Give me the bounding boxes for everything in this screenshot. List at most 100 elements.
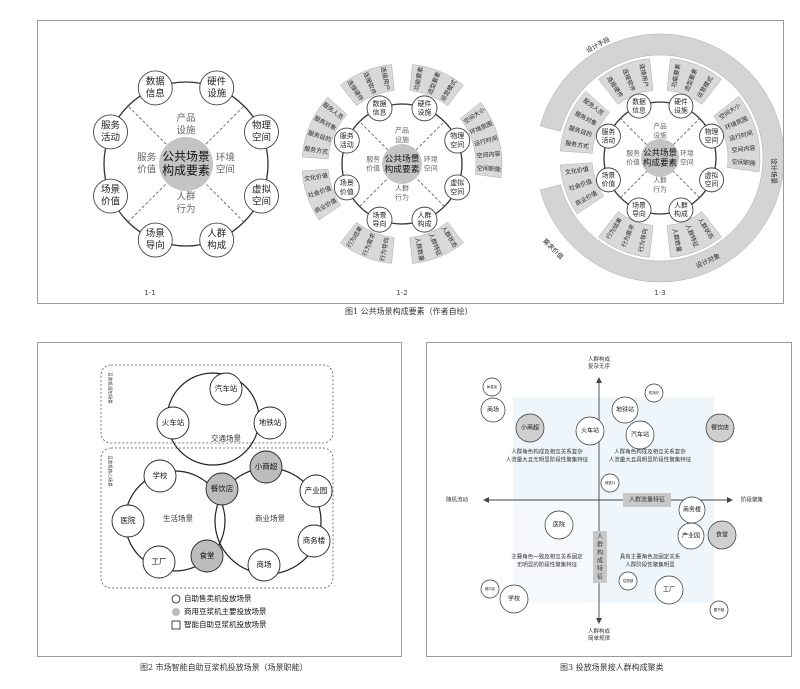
- v-axis-label: 特: [597, 565, 603, 573]
- node-label-guide: 导向: [146, 239, 165, 251]
- node-airport: [644, 383, 664, 403]
- node-label-virtual: 空间: [705, 179, 719, 188]
- node-label-office: 商务楼: [683, 506, 701, 514]
- sub-label-1-3: 1-3: [654, 289, 665, 297]
- category-env: 环境: [424, 154, 438, 163]
- axis-top-label: 人群构成: [588, 355, 611, 363]
- node-label-canteen: 食堂: [716, 531, 728, 539]
- node-label-train: 火车站: [581, 427, 599, 435]
- node-value: [596, 167, 621, 193]
- category-product: 产品: [653, 122, 667, 131]
- node-hardware: [199, 70, 235, 106]
- arrow-down: [596, 618, 602, 624]
- node-label-service: 服务: [101, 120, 121, 132]
- node-hospital: [544, 510, 574, 540]
- node-restaurant: [705, 413, 735, 443]
- node-label-guide: 导向: [632, 209, 646, 218]
- quad-tr-text: 人群角色构成及相互关系复杂: [614, 448, 686, 456]
- v-axis-label: 征: [597, 573, 603, 581]
- node-crowd: [411, 206, 438, 233]
- node-label-service: 服务: [340, 131, 354, 140]
- ring-label-left: 需求价值: [541, 236, 566, 261]
- category-service: 价值: [626, 157, 640, 166]
- group-label-life: 生活场景: [163, 513, 193, 523]
- node-label-data: 数据: [632, 97, 646, 106]
- node-label-data: 信息: [632, 105, 646, 114]
- node-label-guide: 场景: [632, 201, 646, 210]
- outer-sector-guide: [340, 221, 395, 264]
- arrow-left: [483, 497, 489, 503]
- legend-gray-circle: [172, 608, 180, 616]
- quad-tl-bg: [513, 397, 599, 500]
- zone-adjust: [100, 364, 334, 444]
- node-park: [299, 474, 333, 508]
- node-value: [333, 174, 360, 201]
- outer-item-value: 文化价值: [564, 165, 589, 177]
- outer-sector-service: [559, 90, 610, 154]
- node-label-value: 价值: [101, 195, 121, 207]
- node-label-mall: 商场: [487, 406, 499, 414]
- node-restaurant: [205, 472, 239, 506]
- outer-sector-crowd: [409, 221, 464, 264]
- sub-label-1-2: 1-2: [396, 289, 407, 297]
- category-env: 空间: [216, 164, 235, 176]
- axis-top-label: 复杂无序: [588, 362, 611, 370]
- node-label-physical: 物理: [705, 127, 719, 136]
- main-ring: [341, 103, 463, 225]
- node-physical: [444, 127, 471, 154]
- outer-item-physical: 空间职能: [477, 164, 501, 173]
- node-virtual: [244, 178, 279, 214]
- center-label: 构成要素: [385, 163, 420, 175]
- node-label-physical: 空间: [450, 140, 464, 149]
- v-axis-label: 成: [597, 557, 603, 565]
- arrow-right: [727, 497, 733, 503]
- axis-bottom-label: 人群构成: [588, 627, 611, 635]
- node-label-physical: 物理: [450, 131, 464, 140]
- category-product: 设施: [395, 135, 409, 144]
- category-env: 环境: [680, 149, 694, 158]
- node-label-metro: 地铁站: [259, 417, 282, 427]
- node-school: [143, 459, 177, 493]
- node-label-factory: 工厂: [663, 587, 675, 594]
- main-ring: [603, 101, 717, 215]
- node-label-service: 活动: [101, 131, 120, 143]
- node-label-restaurant: 餐饮店: [711, 424, 729, 432]
- category-people: 行为: [176, 203, 195, 215]
- center-label: 公共场景: [385, 153, 420, 164]
- node-office: [297, 524, 331, 558]
- sub-label-1-1: 1-1: [144, 289, 155, 297]
- node-label-crowd: 人群: [207, 228, 227, 240]
- legend-label: 智能自助豆浆机投放场景: [184, 619, 267, 629]
- category-service: 服务: [366, 154, 380, 163]
- figure-1-3: 连接硬件连接软件连接用户功能要素造型要素运营模式空间大小环境氛围运行时间空间内容…: [539, 33, 785, 297]
- node-train: [156, 406, 190, 440]
- node-library: [709, 600, 729, 620]
- figure-2-panel: 豆浆机调剂场景豆浆机核心场景交通场景生活场景商业场景汽车站火车站地铁站学校餐饮店…: [37, 342, 402, 657]
- node-guide: [137, 222, 173, 258]
- node-service: [596, 123, 621, 149]
- node-label-physical: 空间: [252, 131, 271, 143]
- category-people: 行为: [653, 184, 667, 193]
- v-axis-label: 群: [597, 541, 603, 549]
- outer-item-value: 文化价值: [304, 171, 329, 183]
- node-service: [333, 127, 360, 154]
- figure-1-1: 公共场景构成要素产品设施环境空间人群行为服务价值数据信息硬件设施物理空间虚拟空间…: [93, 70, 279, 297]
- node-guide: [626, 197, 652, 223]
- category-product: 产品: [395, 126, 409, 135]
- node-label-dorm: 住院部: [623, 578, 634, 583]
- node-label-mall: 商场: [257, 559, 272, 569]
- node-label-rest: 休息区: [487, 384, 498, 389]
- node-label-factory: 工厂: [152, 557, 167, 566]
- node-label-train: 火车站: [162, 417, 185, 427]
- node-label-hardware: 硬件: [674, 97, 688, 106]
- node-label-data: 数据: [373, 99, 387, 108]
- node-label-data: 信息: [373, 108, 387, 117]
- node-label-hospital: 医院: [121, 515, 136, 525]
- v-axis-label-bg: [593, 531, 607, 583]
- node-label-virtual: 虚拟: [450, 178, 464, 187]
- group-label-traffic: 交通场景: [211, 433, 241, 443]
- divider-line: [359, 121, 445, 207]
- node-label-school: 学校: [153, 470, 168, 480]
- node-label-value: 场景: [101, 185, 120, 196]
- node-label-value: 场景: [602, 171, 616, 180]
